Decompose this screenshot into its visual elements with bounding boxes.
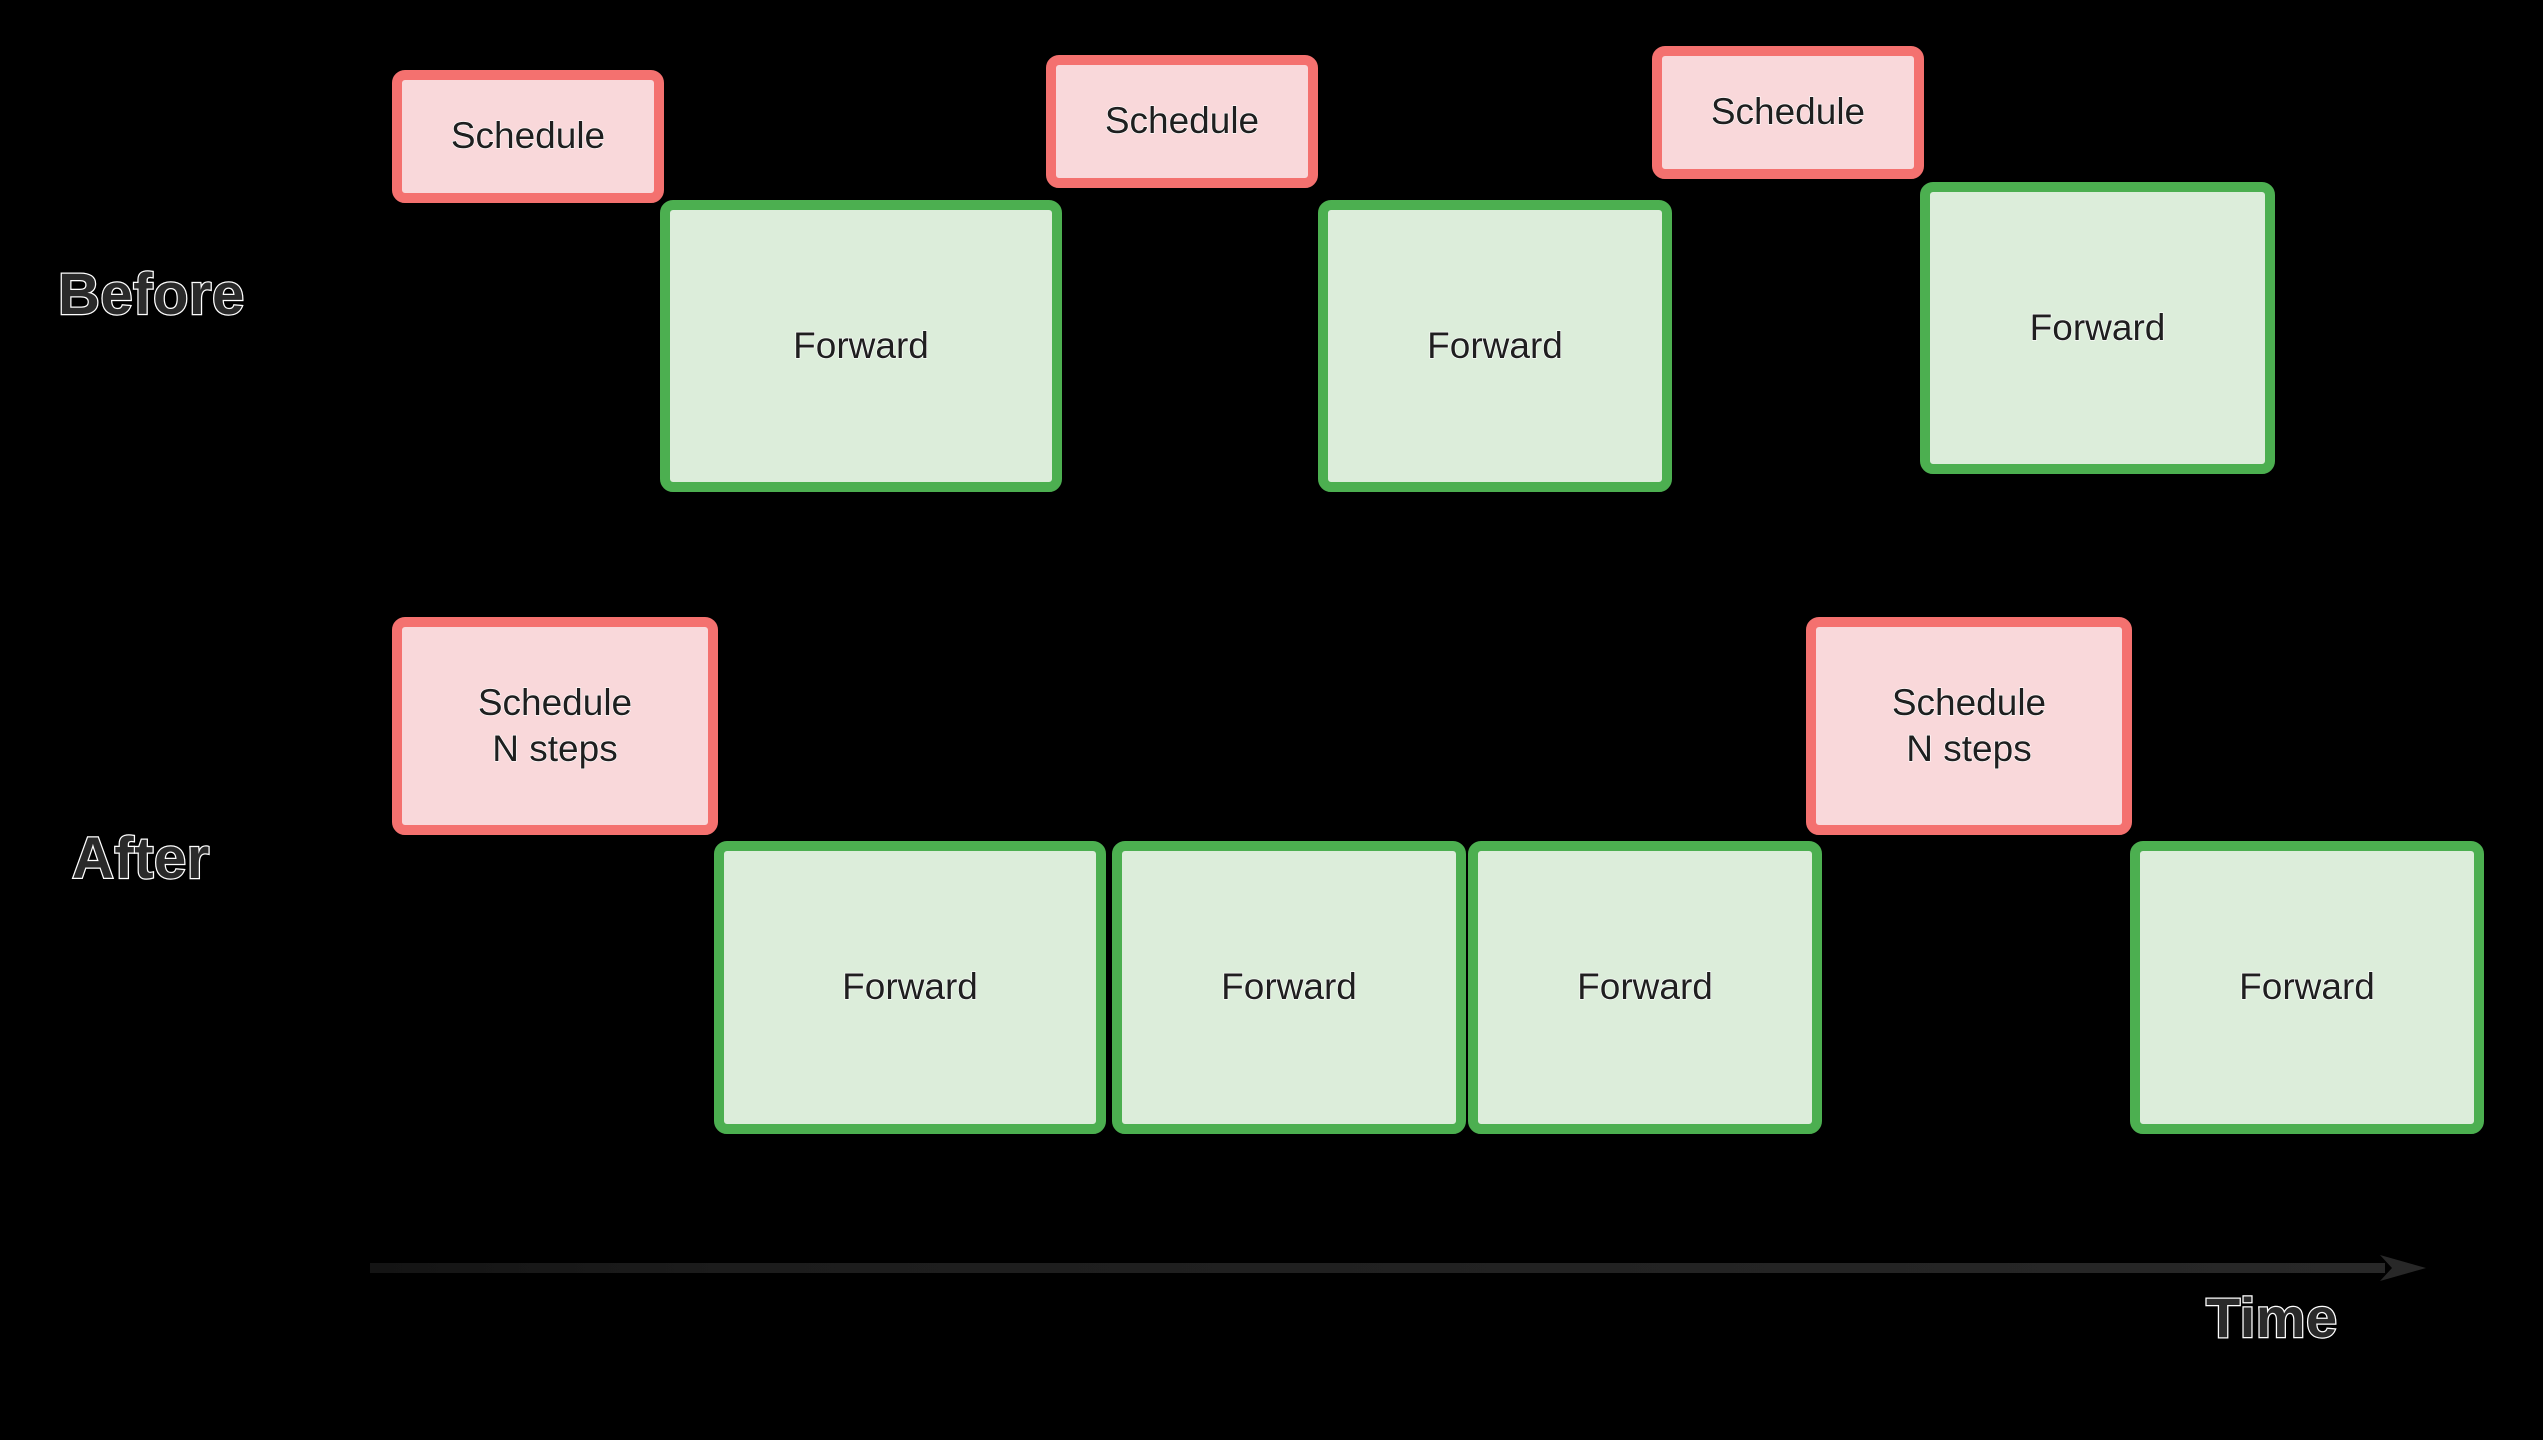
after-schedule-n-steps-block-1: Schedule N steps [392,617,718,835]
before-schedule-block-2-label: Schedule [1104,100,1260,142]
after-forward-block-4: Forward [2130,841,2484,1134]
after-forward-block-2-label: Forward [1221,966,1358,1008]
before-schedule-block-1-label: Schedule [450,115,606,157]
before-forward-block-1-label: Forward [793,324,930,366]
row-label-before: Before [57,262,246,327]
after-forward-block-2: Forward [1112,841,1466,1134]
before-schedule-block-1: Schedule [392,70,664,203]
after-forward-block-4-label: Forward [2239,966,2376,1008]
before-forward-block-3: Forward [1920,182,2275,474]
before-schedule-block-2: Schedule [1046,55,1318,188]
before-forward-block-2-label: Forward [1427,324,1564,366]
time-axis-arrow [370,1248,2426,1284]
after-schedule-n-steps-block-2-label: Schedule N steps [1891,681,2047,769]
after-forward-block-1: Forward [714,841,1106,1134]
after-schedule-n-steps-block-1-label: Schedule N steps [477,681,633,769]
time-axis-label: Time [2205,1286,2339,1349]
row-label-after: After [71,826,211,891]
before-forward-block-1: Forward [660,200,1062,492]
before-forward-block-2: Forward [1318,200,1672,492]
after-forward-block-3: Forward [1468,841,1822,1134]
before-forward-block-3-label: Forward [2029,306,2166,348]
time-arrow-icon [370,1255,2426,1281]
after-forward-block-1-label: Forward [842,966,979,1008]
before-schedule-block-3-label: Schedule [1710,91,1866,133]
before-schedule-block-3: Schedule [1652,46,1924,179]
after-forward-block-3-label: Forward [1577,966,1714,1008]
after-schedule-n-steps-block-2: Schedule N steps [1806,617,2132,835]
